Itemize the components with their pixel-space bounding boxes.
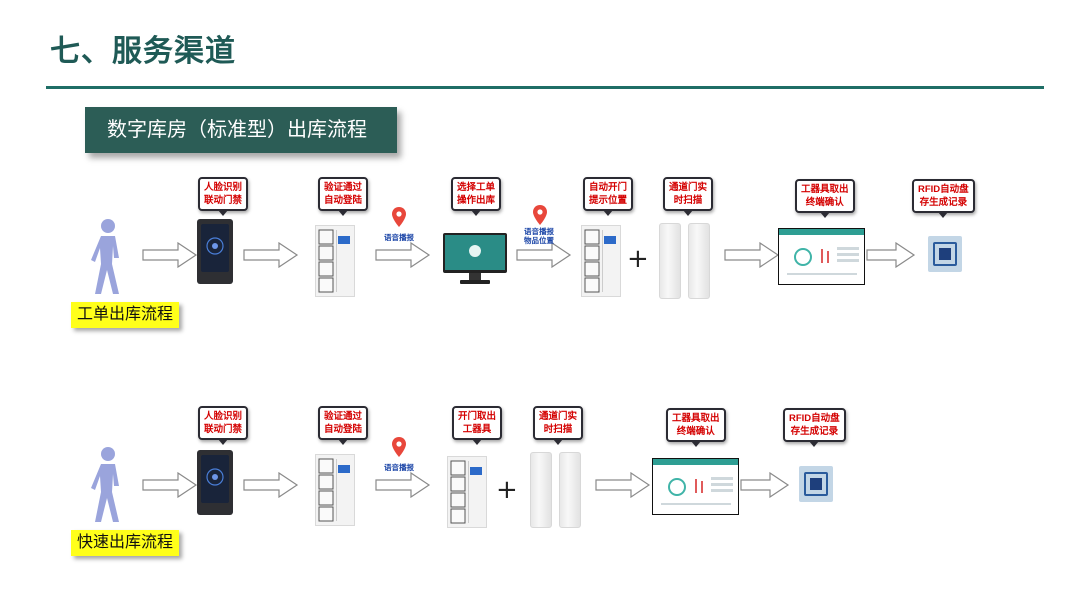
flow-arrow (740, 472, 790, 498)
section-banner: 数字库房（标准型）出库流程 (85, 107, 397, 153)
flow-arrow (142, 242, 198, 268)
callout-step: 自动开门 提示位置 (583, 177, 634, 216)
flow-arrow (375, 242, 431, 268)
callout-step: RFID自动盘 存生成记录 (912, 179, 975, 218)
flow-label: 快速出库流程 (71, 530, 180, 556)
tool-cabinet (581, 225, 621, 297)
callout-step: 人脸识别 联动门禁 (198, 177, 249, 216)
flow-arrow (243, 472, 299, 498)
flow-arrow (375, 472, 431, 498)
flow-label: 工单出库流程 (71, 302, 180, 328)
flow-arrow (516, 242, 572, 268)
channel-gate (559, 452, 581, 528)
callout-step: 通道门实 时扫描 (663, 177, 714, 216)
rfid-tag-icon (799, 466, 833, 502)
tool-cabinet (447, 456, 487, 528)
callout-step: 选择工单 操作出库 (451, 177, 502, 216)
face-recognition-terminal (197, 450, 233, 515)
flow-arrow (866, 242, 916, 268)
terminal-dashboard (778, 228, 865, 285)
desktop-monitor (443, 233, 507, 284)
callout-step: 验证通过 自动登陆 (318, 406, 369, 445)
voice-label: 语音播报 (384, 463, 414, 472)
voice-label: 语音播报 物品位置 (524, 227, 554, 245)
callout-step: 开门取出 工器具 (452, 406, 503, 445)
tool-cabinet (315, 225, 355, 297)
callout-step: 人脸识别 联动门禁 (198, 406, 249, 445)
callout-step: 工器具取出 终端确认 (795, 179, 855, 218)
plus-sign: + (627, 244, 649, 274)
voice-label: 语音播报 (384, 233, 414, 242)
location-pin-icon (392, 207, 406, 227)
callout-step: 通道门实 时扫描 (533, 406, 584, 445)
page-title: 七、服务渠道 (50, 35, 236, 68)
flow-arrow (142, 472, 198, 498)
channel-gate (688, 223, 710, 299)
person-icon (91, 447, 119, 522)
channel-gate (659, 223, 681, 299)
flow-arrow (243, 242, 299, 268)
person-icon (91, 219, 119, 294)
flow-arrow (595, 472, 651, 498)
flow-arrow (724, 242, 780, 268)
face-recognition-terminal (197, 219, 233, 284)
callout-step: RFID自动盘 存生成记录 (783, 408, 846, 447)
terminal-dashboard (652, 458, 739, 515)
callout-step: 工器具取出 终端确认 (666, 408, 726, 447)
title-divider (46, 86, 1044, 89)
callout-step: 验证通过 自动登陆 (318, 177, 369, 216)
rfid-tag-icon (928, 236, 962, 272)
location-pin-icon (533, 205, 547, 225)
plus-sign: + (496, 475, 518, 505)
tool-cabinet (315, 454, 355, 526)
location-pin-icon (392, 437, 406, 457)
channel-gate (530, 452, 552, 528)
